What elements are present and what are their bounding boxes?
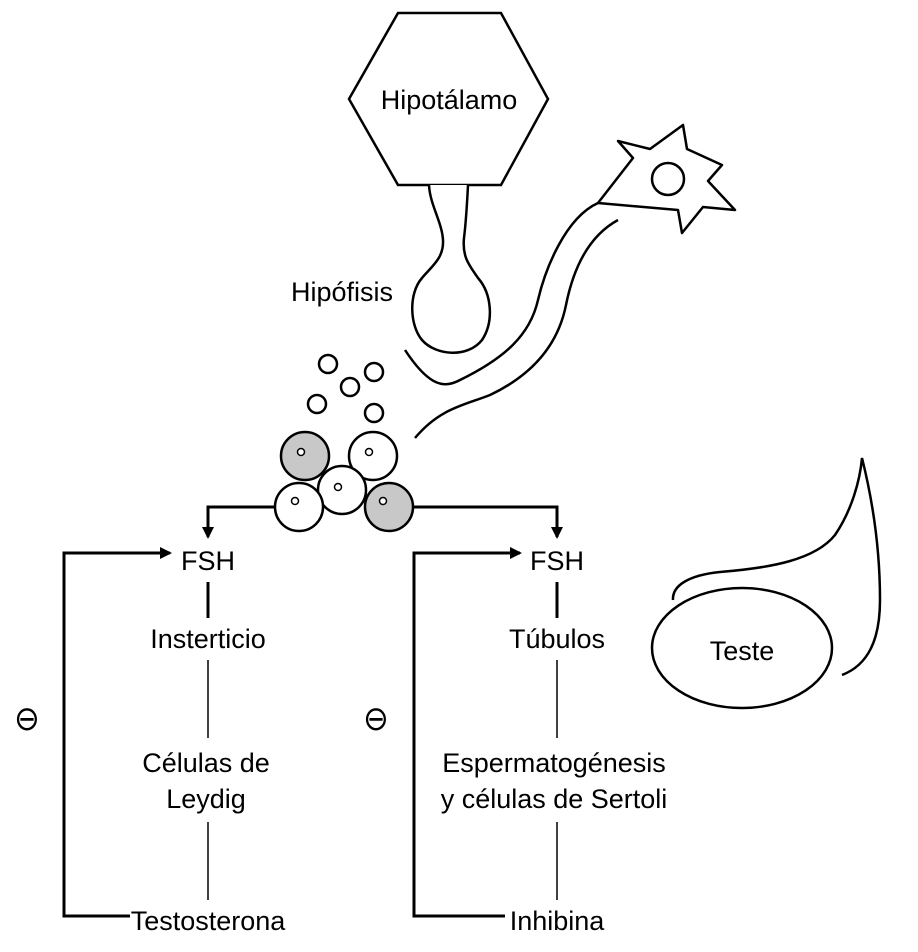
- testis-label: Teste: [710, 636, 775, 666]
- left-cells-label-line1: Células de: [142, 748, 270, 778]
- right-target-label: Túbulos: [509, 624, 605, 654]
- spermatic-cord: [671, 457, 882, 677]
- neuron-nucleus: [650, 161, 686, 197]
- left-branch-arrow: [202, 505, 278, 539]
- cell-white: [347, 430, 399, 482]
- granule: [363, 361, 385, 383]
- right-product-label: Inhibina: [510, 906, 606, 936]
- cell-shaded: [363, 481, 415, 533]
- pituitary-label: Hipófisis: [291, 277, 393, 307]
- hypothalamus-hexagon: [347, 11, 550, 187]
- cell-dot: [290, 496, 300, 506]
- neuron-axon-outer: [403, 201, 599, 386]
- right-cells-label-line1: Espermatogénesis: [442, 748, 666, 778]
- granule: [306, 393, 328, 415]
- right-fsh-label: FSH: [530, 546, 584, 576]
- cell-white: [273, 481, 325, 533]
- left-negative-feedback-sign: ⊖: [14, 700, 40, 738]
- pituitary-gland: [411, 184, 492, 354]
- granule: [339, 376, 361, 398]
- cell-shaded: [279, 430, 331, 482]
- hypothalamus-label: Hipotálamo: [381, 85, 518, 115]
- left-product-label: Testosterona: [131, 906, 287, 936]
- neuron-axon-inner: [414, 218, 619, 439]
- right-feedback-loop-arrow: [412, 547, 522, 918]
- cell-white: [316, 464, 368, 516]
- granule: [363, 402, 385, 424]
- cell-dot: [378, 496, 388, 506]
- cell-dot: [296, 447, 306, 457]
- cell-dot: [333, 482, 343, 492]
- right-cells-label-line2: y células de Sertoli: [441, 784, 668, 814]
- granule: [317, 353, 339, 375]
- right-branch-arrow: [410, 505, 563, 539]
- left-cells-label-line2: Leydig: [166, 784, 246, 814]
- pituitary-cells: [273, 430, 415, 533]
- right-negative-feedback-sign: ⊖: [363, 700, 389, 738]
- left-target-label: Insterticio: [150, 624, 266, 654]
- secretion-granules: [306, 353, 385, 424]
- left-feedback-loop-arrow: [62, 547, 172, 918]
- cell-dot: [364, 447, 374, 457]
- left-fsh-label: FSH: [181, 546, 235, 576]
- testis-ellipse: [650, 586, 834, 710]
